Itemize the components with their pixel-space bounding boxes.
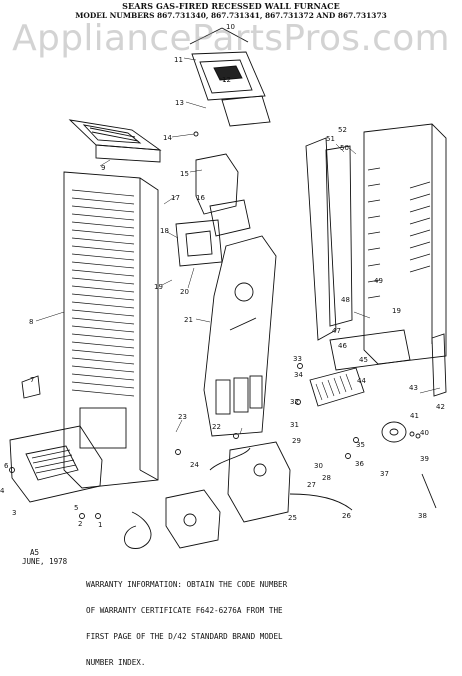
callout-12: 12: [222, 76, 231, 84]
exploded-parts-diagram: 10 11 12 13 14 9 15 16 17 18 19 20 21 8 …: [0, 23, 447, 549]
model-numbers: MODEL NUMBERS 867.731340, 867.731341, 86…: [75, 11, 387, 20]
heat-exchanger-drawing: [203, 235, 277, 437]
callout-47: 47: [332, 327, 341, 335]
callout-46: 46: [338, 342, 347, 350]
callout-36: 36: [355, 460, 364, 468]
callout-1: 1: [98, 521, 102, 529]
casing-drawing: [305, 123, 447, 371]
callout-2: 2: [78, 520, 82, 528]
callout-45: 45: [359, 356, 368, 364]
warranty-information: WARRANTY INFORMATION: OBTAIN THE CODE NU…: [86, 564, 458, 676]
access-door-drawing: [9, 425, 103, 503]
callout-38: 38: [418, 512, 427, 520]
warranty-line: NUMBER INDEX.: [86, 657, 146, 667]
callout-39: 39: [420, 455, 429, 463]
warranty-line: OF WARRANTY CERTIFICATE F642-6276A FROM …: [86, 605, 283, 615]
callout-3: 3: [12, 509, 16, 517]
callout-6: 6: [4, 462, 9, 470]
callout-21: 21: [184, 316, 193, 324]
callout-15: 15: [180, 170, 189, 178]
callout-4: 4: [0, 487, 5, 495]
callout-37: 37: [380, 470, 389, 478]
burner-drawing: [309, 367, 365, 407]
callout-8: 8: [29, 318, 33, 326]
callout-10: 10: [226, 23, 235, 31]
gas-valve-drawing: [124, 441, 353, 549]
callout-28: 28: [322, 474, 331, 482]
callout-29: 29: [292, 437, 301, 445]
callout-27: 27: [307, 481, 316, 489]
side-bracket-drawing: [431, 333, 447, 397]
callout-40: 40: [420, 429, 429, 437]
callout-31: 31: [290, 421, 299, 429]
top-vent-cap-drawing: [189, 27, 271, 127]
revision-date: JUNE, 1978: [22, 557, 68, 566]
callout-48: 48: [341, 296, 350, 304]
callout-17: 17: [171, 194, 180, 202]
callout-32: 32: [290, 398, 299, 406]
callout-44: 44: [357, 377, 366, 385]
warranty-line: FIRST PAGE OF THE D/42 STANDARD BRAND MO…: [86, 631, 283, 641]
callout-50: 50: [340, 144, 349, 152]
callout-19-right: 19: [392, 307, 401, 315]
callout-42: 42: [436, 403, 445, 411]
callout-33: 33: [293, 355, 302, 363]
callout-24: 24: [190, 461, 199, 469]
front-panel-drawing: [63, 171, 159, 489]
callout-51: 51: [326, 135, 335, 143]
top-grille-drawing: [68, 119, 162, 163]
callout-11: 11: [174, 56, 183, 64]
warranty-line: WARRANTY INFORMATION: OBTAIN THE CODE NU…: [86, 580, 288, 590]
diagram-title: SEARS GAS-FIRED RECESSED WALL FURNACE: [122, 1, 340, 11]
leader-lines: [35, 57, 441, 435]
callout-34: 34: [294, 371, 303, 379]
callout-30: 30: [314, 462, 323, 470]
callout-43: 43: [409, 384, 418, 392]
callout-16: 16: [196, 194, 205, 202]
callout-9: 9: [101, 164, 105, 172]
callout-25: 25: [288, 514, 297, 522]
callout-22: 22: [212, 423, 221, 431]
callout-52: 52: [338, 126, 347, 134]
callout-5: 5: [74, 504, 78, 512]
callout-13: 13: [175, 99, 184, 107]
callout-26: 26: [342, 512, 351, 520]
callout-7: 7: [30, 376, 34, 384]
valve-knob-drawing: [381, 421, 407, 443]
callout-23: 23: [178, 413, 187, 421]
callout-49: 49: [374, 277, 383, 285]
fasteners-drawing: [9, 131, 437, 519]
callout-19: 19: [154, 283, 163, 291]
callout-18: 18: [160, 227, 169, 235]
callout-labels: 10 11 12 13 14 9 15 16 17 18 19 20 21 8 …: [0, 23, 445, 529]
callout-41: 41: [410, 412, 419, 420]
revision-code: A5: [30, 548, 40, 557]
callout-14: 14: [163, 134, 172, 142]
callout-20: 20: [180, 288, 189, 296]
callout-35: 35: [356, 441, 365, 449]
